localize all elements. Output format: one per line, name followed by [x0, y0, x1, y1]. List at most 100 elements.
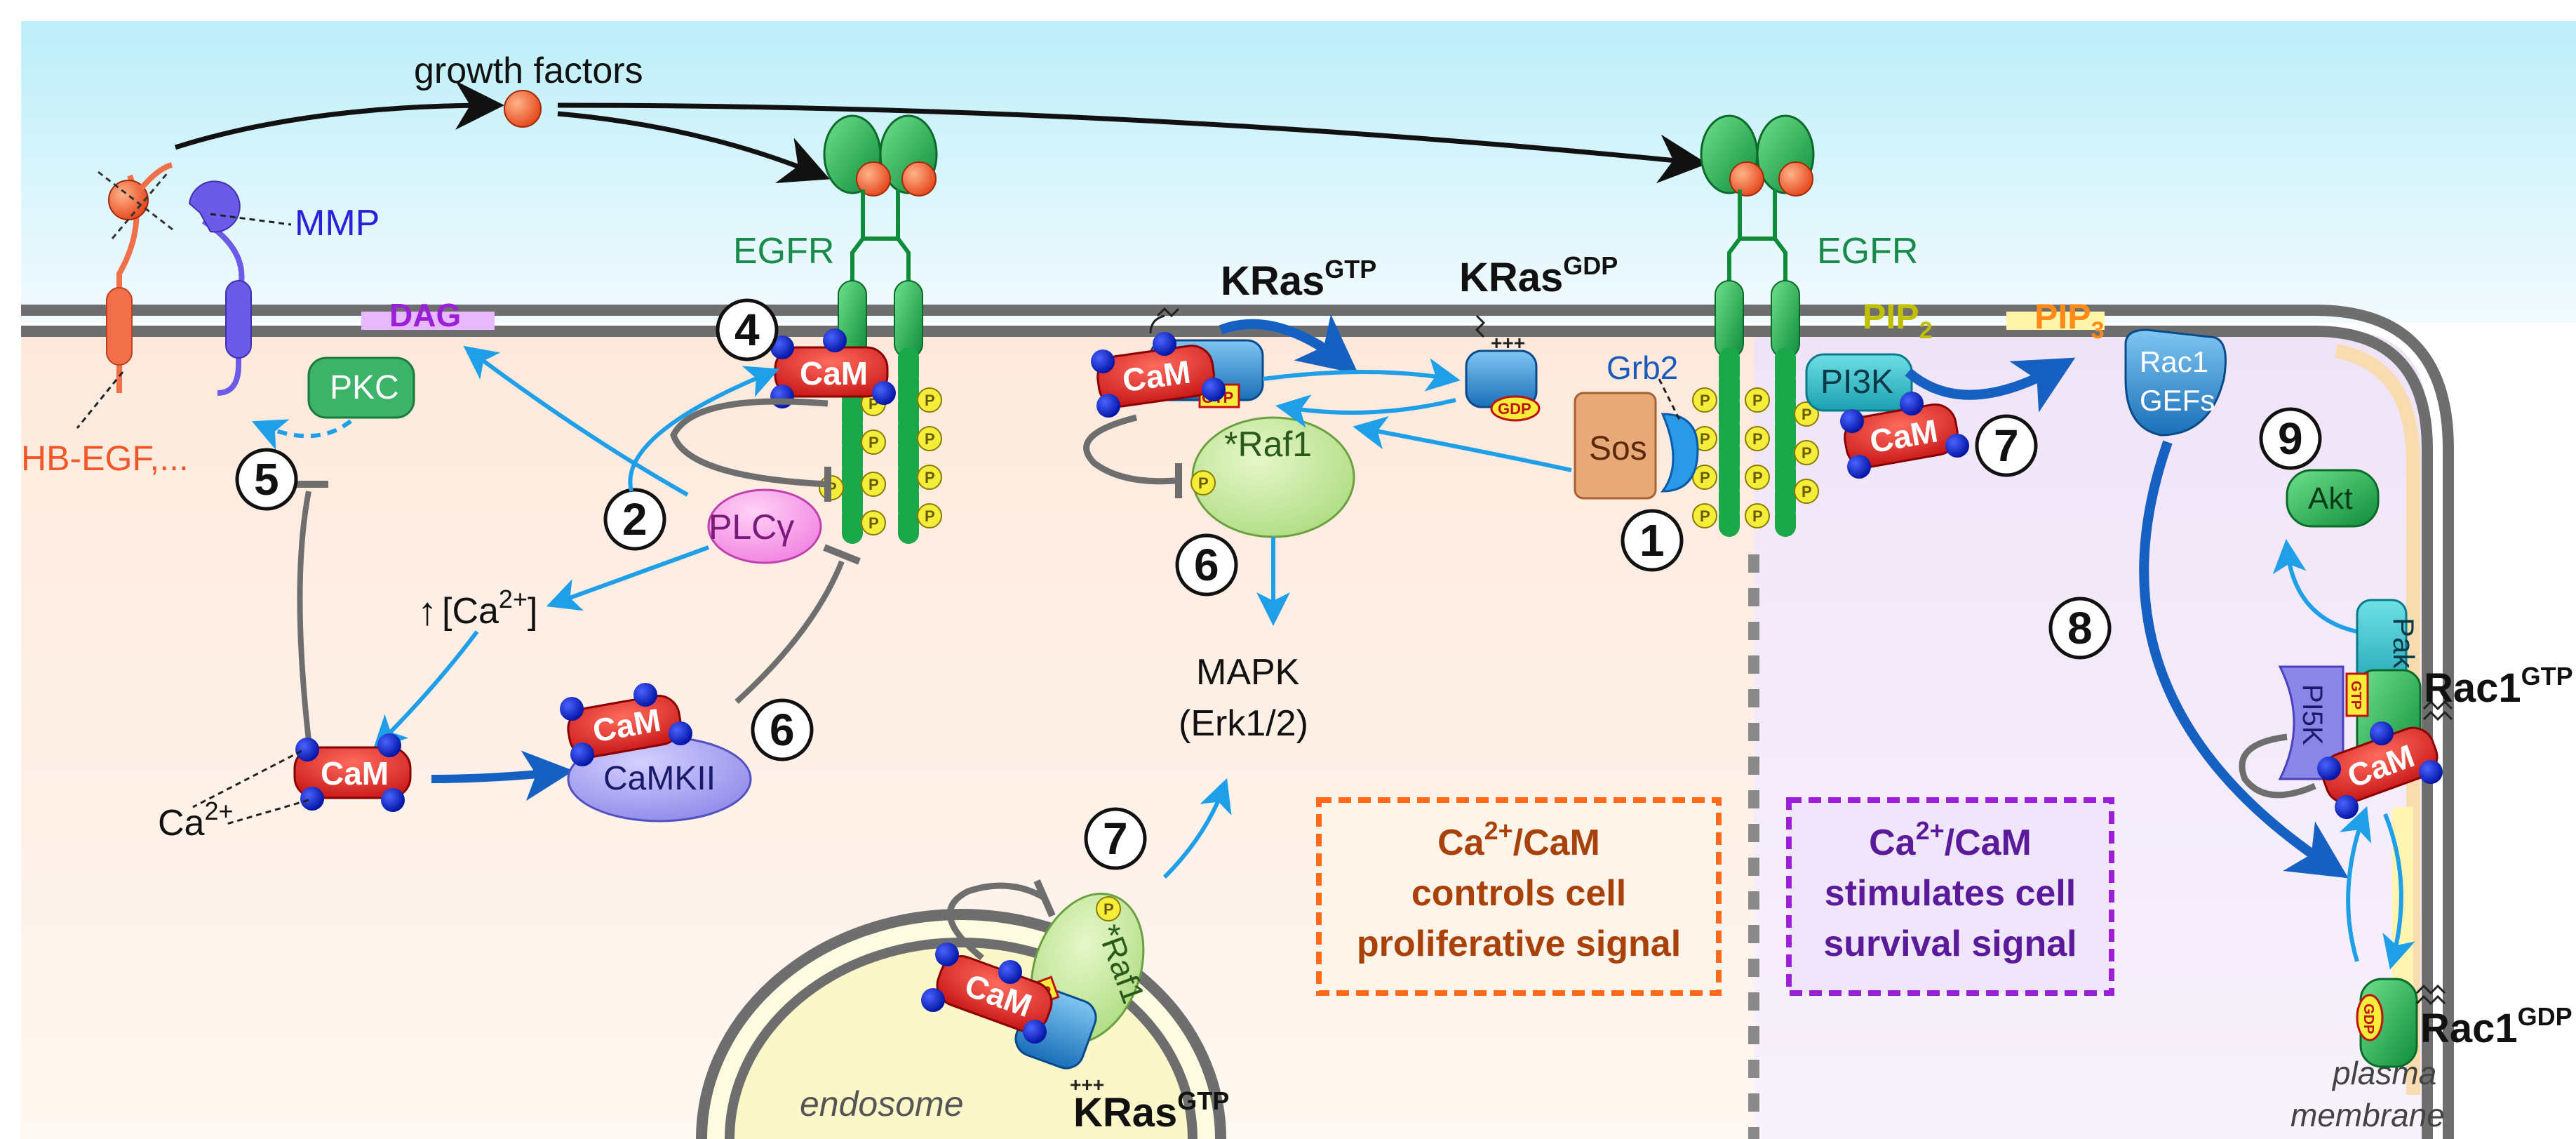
- pip2-strip: [2006, 312, 2105, 330]
- pkc-box: [307, 357, 415, 419]
- kras-bottom-charge: +++: [1070, 1074, 1104, 1095]
- pkc-label: PKC: [330, 369, 399, 406]
- svg-text:P: P: [1700, 469, 1710, 486]
- plc-label: PLCγ: [709, 507, 794, 547]
- num-6-top: 6: [1175, 533, 1238, 597]
- rac1-gefs-label-1: Rac1: [2140, 345, 2208, 378]
- svg-text:7: 7: [1994, 420, 2019, 471]
- camkii-label: CaMKII: [603, 760, 716, 797]
- survival-line3: survival signal: [1823, 924, 2077, 964]
- survival-box: [1786, 797, 2114, 996]
- svg-text:9: 9: [2278, 413, 2303, 464]
- rac1-gdp-to-gtp: [2340, 806, 2372, 962]
- cam-camkii: CaM: [560, 683, 692, 766]
- hb-egf-pointer: [76, 371, 124, 429]
- svg-text:P: P: [1752, 392, 1763, 409]
- gdp-to-kras: [1275, 394, 1456, 428]
- num-7: 7: [1975, 414, 2038, 477]
- grb2-shape: [1661, 413, 1699, 493]
- svg-text:CaM: CaM: [800, 355, 868, 392]
- num-8: 8: [2048, 597, 2112, 660]
- rac1-gtp-label: Rac1GTP: [2424, 662, 2573, 711]
- svg-text:P: P: [1802, 483, 1812, 500]
- akt-box: [2286, 469, 2380, 528]
- inhibit-bar-raf-bottom: [1033, 879, 1056, 918]
- svg-text:P: P: [1700, 430, 1710, 448]
- rac1-gtp-lipid: [2422, 700, 2453, 721]
- ca-ion-label: Ca2+: [158, 797, 234, 844]
- endo-raf-to-mapk: [1162, 778, 1232, 879]
- pi5k-shape: [2278, 665, 2344, 780]
- num-9: 9: [2259, 407, 2322, 470]
- gf-arrow-3: [557, 102, 1708, 184]
- svg-text:CaM: CaM: [321, 755, 389, 792]
- svg-text:4: 4: [734, 305, 760, 355]
- camkii-inhibit: [734, 560, 845, 704]
- plc-to-dag: [463, 345, 689, 497]
- raf-top-phospho: [1190, 470, 1216, 495]
- raf-top-inhibit: [1083, 414, 1176, 485]
- cleave-line-2: [111, 171, 170, 239]
- pip3-label: PIP3: [2034, 297, 2105, 344]
- mmp-label: MMP: [295, 203, 380, 244]
- ca-to-cam-egfr: [628, 366, 780, 492]
- pi3k-to-pip3: [1905, 357, 2076, 413]
- raf-bottom-inhibit: [946, 882, 1047, 961]
- ca-increase-label: [Ca2+]: [442, 585, 537, 632]
- cam-pi3k: CaM: [1840, 392, 1969, 479]
- svg-text:1: 1: [1639, 515, 1665, 566]
- pi5k-label: PI5K: [2297, 684, 2328, 745]
- mmp-tm: [225, 280, 252, 359]
- gdp-tag: [1490, 395, 1541, 422]
- svg-text:P: P: [1802, 406, 1812, 423]
- mmp-pointer: [210, 213, 292, 226]
- growth-factors-label: growth factors: [414, 51, 643, 91]
- ca-pointer-1: [192, 750, 302, 808]
- raf-bottom-phospho: [1096, 896, 1121, 921]
- prolif-line2: controls cell: [1411, 873, 1626, 914]
- kras-gdp-lipid: [1475, 314, 1486, 338]
- hb-egf-label: HB-EGF,...: [21, 439, 189, 478]
- svg-text:7: 7: [1103, 813, 1128, 864]
- kras-gdp-label: KRasGDP: [1459, 251, 1618, 300]
- hb-egf-tail: [137, 162, 173, 192]
- rac1-gefs-label-2: GEFs: [2140, 384, 2215, 417]
- svg-text:P: P: [1752, 469, 1763, 486]
- svg-text:P: P: [925, 469, 935, 486]
- membrane-label: membrane: [2290, 1097, 2445, 1133]
- num-1: 1: [1621, 509, 1684, 572]
- akt-label: Akt: [2308, 481, 2353, 516]
- prolif-line3: proliferative signal: [1357, 924, 1681, 964]
- pak-label: Pak: [2387, 618, 2420, 669]
- gf-arrow-2: [557, 111, 830, 184]
- kras-gtp-bottom-label: KRasGTP: [1073, 1086, 1229, 1135]
- dag-label: DAG: [389, 297, 461, 333]
- sos-label: Sos: [1589, 430, 1647, 467]
- svg-text:P: P: [868, 514, 879, 532]
- svg-text:GTP: GTP: [2348, 681, 2363, 710]
- survival-line1: Ca2+/CaM: [1869, 816, 2032, 863]
- mapk-label: MAPK: [1196, 652, 1300, 693]
- egfr-left-label: EGFR: [733, 231, 834, 272]
- cam-self-inhibit: [670, 398, 829, 488]
- prolif-box: [1316, 797, 1722, 996]
- svg-text:P: P: [1700, 392, 1710, 409]
- pip2-label: PIP2: [1863, 297, 1933, 344]
- kras-gtp-hydrolysis: [1219, 314, 1359, 375]
- rac1-gdp-tag: [2356, 994, 2384, 1041]
- gf-arrow-1: [174, 81, 504, 150]
- cam-raf-top: CaM: [1091, 332, 1226, 418]
- gef-to-rac1: [2139, 440, 2349, 879]
- pi3k-box: [1805, 353, 1913, 412]
- sos-box: [1574, 392, 1657, 500]
- sos-to-kras: [1353, 416, 1572, 472]
- endosome-label: endosome: [800, 1084, 964, 1124]
- cam-free: CaM: [293, 733, 412, 812]
- num-4: 4: [716, 298, 779, 361]
- kras-to-gdp: [1262, 358, 1461, 392]
- svg-text:P: P: [1700, 507, 1710, 525]
- svg-text:P: P: [1752, 430, 1763, 448]
- grb2-pointer: [1658, 378, 1682, 422]
- num-3: 5: [235, 448, 298, 511]
